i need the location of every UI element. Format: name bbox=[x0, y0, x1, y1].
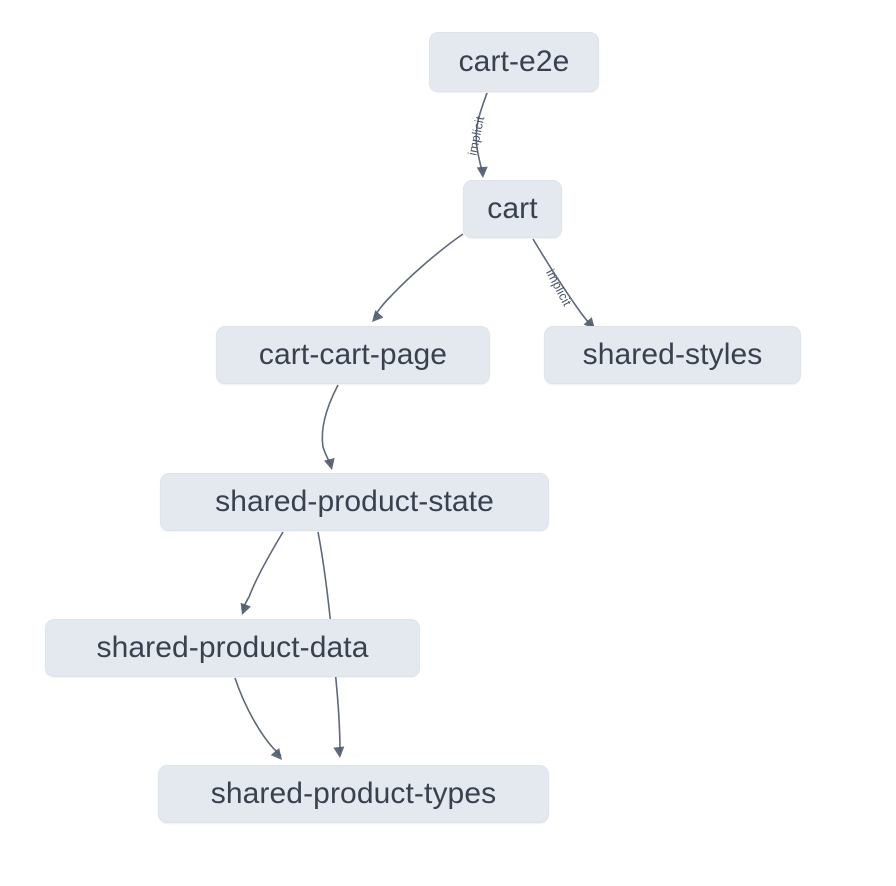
graph-node-label: shared-styles bbox=[582, 338, 763, 371]
graph-node-label: cart-cart-page bbox=[258, 338, 448, 371]
graph-node-label: cart-e2e bbox=[458, 45, 570, 78]
graph-node-shared-product-types[interactable]: shared-product-types bbox=[158, 765, 549, 823]
graph-node-label: cart bbox=[487, 192, 538, 225]
edge-shared-product-data-to-shared-product-types bbox=[234, 677, 282, 757]
edge-label-cart-to-shared-styles: implicit bbox=[543, 267, 574, 309]
graph-node-label: shared-product-types bbox=[210, 777, 497, 810]
arrow-into-product-types-from-state-icon bbox=[333, 746, 345, 758]
edge-label-cart-e2e-to-cart: implicit bbox=[465, 115, 487, 157]
graph-node-cart[interactable]: cart bbox=[463, 180, 562, 238]
edge-cart-to-shared-styles bbox=[532, 238, 593, 327]
arrow-into-cart-cart-page-icon bbox=[372, 310, 384, 322]
graph-node-shared-product-state[interactable]: shared-product-state bbox=[160, 473, 549, 531]
graph-node-label: shared-product-state bbox=[215, 485, 494, 518]
graph-node-shared-product-data[interactable]: shared-product-data bbox=[45, 619, 420, 677]
graph-node-cart-e2e[interactable]: cart-e2e bbox=[429, 32, 599, 92]
edge-cart-cart-page-to-shared-product-state bbox=[321, 384, 339, 466]
edge-shared-product-state-to-shared-product-data bbox=[242, 531, 284, 611]
graph-node-shared-styles[interactable]: shared-styles bbox=[544, 326, 801, 384]
graph-node-label: shared-product-data bbox=[96, 631, 369, 664]
edge-cart-e2e-to-cart bbox=[475, 92, 488, 173]
edge-cart-to-cart-cart-page bbox=[373, 233, 464, 318]
graph-node-cart-cart-page[interactable]: cart-cart-page bbox=[216, 326, 490, 384]
arrow-into-cart-icon bbox=[476, 166, 488, 178]
arrow-into-product-types-from-data-icon bbox=[270, 748, 282, 760]
arrow-into-shared-product-state-icon bbox=[324, 457, 335, 470]
arrow-into-shared-product-data-icon bbox=[240, 602, 251, 615]
